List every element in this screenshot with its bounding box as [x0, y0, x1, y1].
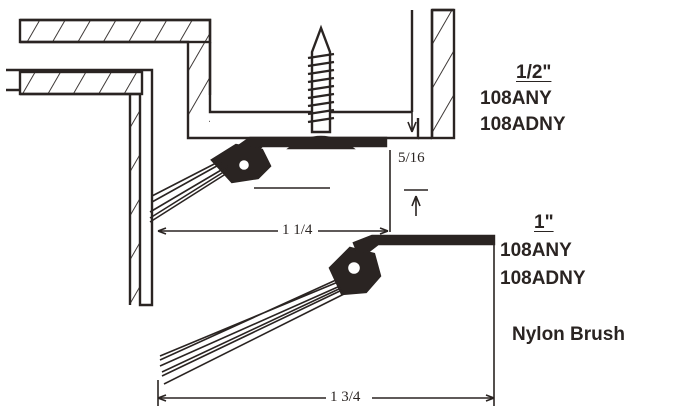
jamb-profile [6, 68, 154, 307]
material-label: Nylon Brush [512, 324, 625, 345]
screw-icon [286, 24, 356, 150]
upper-sweep [149, 136, 388, 223]
gap-dimension: 5/16 [398, 150, 425, 166]
lower-size-label: 1" [534, 212, 554, 233]
dimension-lines [157, 112, 495, 406]
lower-model-label-2: 108ADNY [500, 268, 586, 289]
upper-size-label: 1/2" [516, 62, 552, 83]
upper-model-label-2: 108ADNY [480, 114, 566, 135]
lower-sweep [159, 234, 496, 385]
upper-door-frame [18, 8, 456, 140]
lower-width-dimension: 1 3/4 [330, 389, 361, 405]
upper-width-dimension: 1 1/4 [282, 222, 313, 238]
lower-model-label-1: 108ANY [500, 240, 572, 261]
upper-model-label-1: 108ANY [480, 88, 552, 109]
